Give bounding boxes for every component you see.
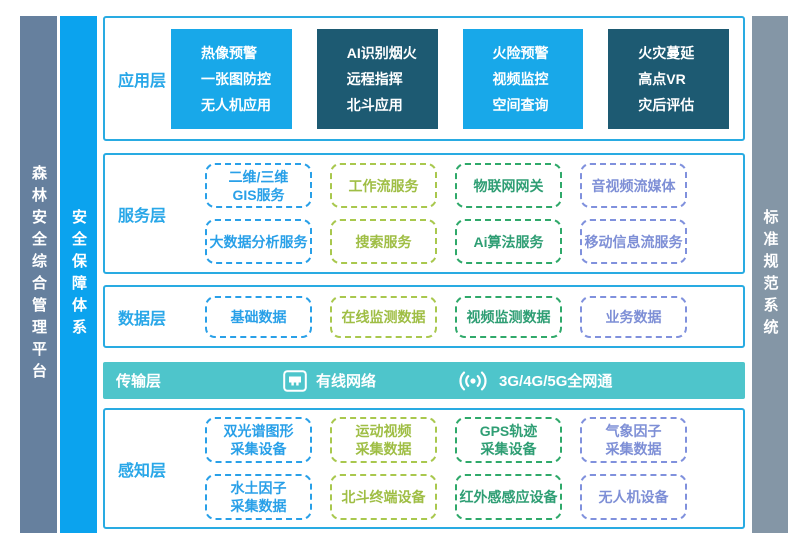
service-box-iot-gateway: 物联网网关 [455,163,562,208]
layer-label-perception: 感知层 [118,462,167,480]
box-line: 物联网网关 [473,177,544,194]
app-box-line: 热像预警 [201,44,257,61]
app-box-line: 视频监控 [492,70,549,87]
box-line: 无人机设备 [598,489,669,505]
perception-box-dual-spectrum: 双光谱图形 采集设备 [205,417,312,463]
perception-box-drone-device: 无人机设备 [580,474,687,520]
service-grid: 二维/三维 GIS服务 工作流服务 物联网网关 音视频流媒体 大数据分析服务 搜… [205,163,743,264]
box-line: 二维/三维 [228,168,289,185]
perception-box-infrared-sensor: 红外感感应设备 [455,474,562,520]
service-box-av-streaming: 音视频流媒体 [580,163,687,208]
wireless-signal-icon [456,370,490,392]
box-line: 采集设备 [480,441,537,457]
service-box-gis: 二维/三维 GIS服务 [205,163,312,208]
layer-application: 应用层 热像预警 一张图防控 无人机应用 AI识别烟火 远程指挥 北斗应用 火险… [103,16,745,141]
box-line: 采集数据 [605,441,662,457]
data-box-video-monitor: 视频监测数据 [455,295,562,338]
app-box-line: 无人机应用 [201,96,271,113]
sidebar-standards-system: 标准规范系统 [752,16,788,533]
layer-transmission: 传输层 有线网络 [103,362,745,399]
box-line: 运动视频 [355,423,412,439]
data-box-online-monitor: 在线监测数据 [330,295,437,338]
box-line: GIS服务 [232,186,285,203]
app-box-line: 灾后评估 [638,96,695,113]
perception-box-soil-water: 水土因子 采集数据 [205,474,312,520]
app-box-line: 远程指挥 [346,70,403,87]
service-box-bigdata: 大数据分析服务 [205,219,312,264]
sidebar-standards-label: 标准规范系统 [761,208,779,341]
layer-label-transmission: 传输层 [116,373,162,390]
application-grid: 热像预警 一张图防控 无人机应用 AI识别烟火 远程指挥 北斗应用 火险预警 视… [171,28,743,129]
app-box-fire-risk: 火险预警 视频监控 空间查询 [462,28,584,129]
perception-grid: 双光谱图形 采集设备 运动视频 采集数据 GPS轨迹 采集设备 气象因子 采集数… [205,417,743,520]
box-line: Ai算法服务 [473,233,544,250]
service-box-mobile-info: 移动信息流服务 [580,219,687,264]
box-line: 在线监测数据 [341,308,426,325]
sidebar-security-system: 安全保障体系 [60,16,97,533]
data-grid: 基础数据 在线监测数据 视频监测数据 业务数据 [205,295,743,338]
data-box-basic: 基础数据 [205,295,312,338]
app-box-thermal-warning: 热像预警 一张图防控 无人机应用 [171,28,292,129]
layer-service: 服务层 二维/三维 GIS服务 工作流服务 物联网网关 音视频流媒体 大数据分析… [103,153,745,274]
sidebar-security-label: 安全保障体系 [70,208,87,341]
app-box-line: 一张图防控 [201,70,271,87]
app-box-line: 火灾蔓延 [638,44,695,61]
perception-box-weather-factor: 气象因子 采集数据 [580,417,687,463]
layer-label-application: 应用层 [118,72,167,90]
box-line: 双光谱图形 [223,423,294,439]
box-line: 搜索服务 [355,233,412,250]
box-line: 移动信息流服务 [584,233,683,250]
sidebar-platform: 森林安全综合管理平台 [20,16,57,533]
layer-data: 数据层 基础数据 在线监测数据 视频监测数据 业务数据 [103,285,745,348]
box-line: 基础数据 [230,308,287,325]
perception-box-beidou-terminal: 北斗终端设备 [330,474,437,520]
box-line: 采集设备 [230,441,287,457]
service-box-workflow: 工作流服务 [330,163,437,208]
box-line: 采集数据 [355,441,412,457]
app-box-line: AI识别烟火 [346,44,417,61]
box-line: 音视频流媒体 [591,177,676,194]
box-line: 北斗终端设备 [341,489,426,505]
app-box-line: 北斗应用 [346,96,403,113]
perception-box-motion-video: 运动视频 采集数据 [330,417,437,463]
layer-perception: 感知层 双光谱图形 采集设备 运动视频 采集数据 GPS轨迹 采集设备 气象因子… [103,408,745,529]
box-line: 大数据分析服务 [209,233,308,250]
box-line: 工作流服务 [348,177,419,194]
box-line: 水土因子 [230,480,287,496]
app-box-line: 火险预警 [492,44,549,61]
box-line: 采集数据 [230,498,287,514]
ethernet-port-icon [283,369,307,392]
box-line: 红外感感应设备 [459,489,558,505]
layer-label-data: 数据层 [118,310,167,328]
layers-column: 应用层 热像预警 一张图防控 无人机应用 AI识别烟火 远程指挥 北斗应用 火险… [103,16,745,529]
sidebar-platform-label: 森林安全综合管理平台 [30,164,47,385]
transmission-wired: 有线网络 [283,369,377,392]
app-box-line: 高点VR [638,70,686,87]
app-box-line: 空间查询 [492,96,549,113]
layer-label-service: 服务层 [118,207,167,225]
service-box-search: 搜索服务 [330,219,437,264]
box-line: 气象因子 [605,423,662,439]
transmission-wireless-label: 3G/4G/5G全网通 [499,373,613,390]
transmission-wired-label: 有线网络 [316,373,377,390]
transmission-wireless: 3G/4G/5G全网通 [456,370,612,392]
box-line: 业务数据 [605,308,662,325]
data-box-business: 业务数据 [580,295,687,338]
app-box-fire-spread: 火灾蔓延 高点VR 灾后评估 [608,28,729,129]
app-box-ai-smoke: AI识别烟火 远程指挥 北斗应用 [316,28,438,129]
box-line: GPS轨迹 [479,423,538,439]
service-box-ai-algorithm: Ai算法服务 [455,219,562,264]
box-line: 视频监测数据 [466,308,551,325]
perception-box-gps-track: GPS轨迹 采集设备 [455,417,562,463]
